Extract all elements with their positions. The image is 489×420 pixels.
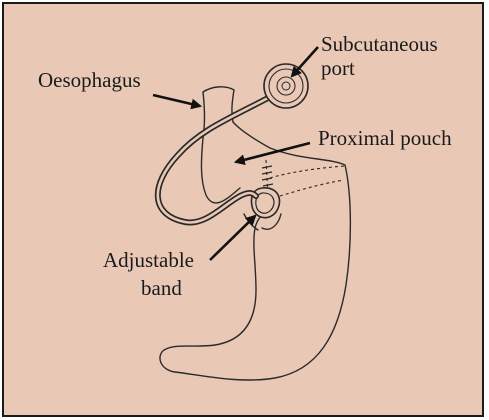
label-adjustable-band-line2: band [141,276,182,300]
label-adjustable-band-line1: Adjustable [103,248,194,272]
label-oesophagus: Oesophagus [38,68,141,92]
subcutaneous-port [264,64,308,108]
label-subcutaneous-port-line1: Subcutaneous [321,32,438,56]
label-subcutaneous-port-line2: port [321,56,355,80]
figure-background [3,3,483,416]
label-proximal-pouch: Proximal pouch [318,126,452,150]
